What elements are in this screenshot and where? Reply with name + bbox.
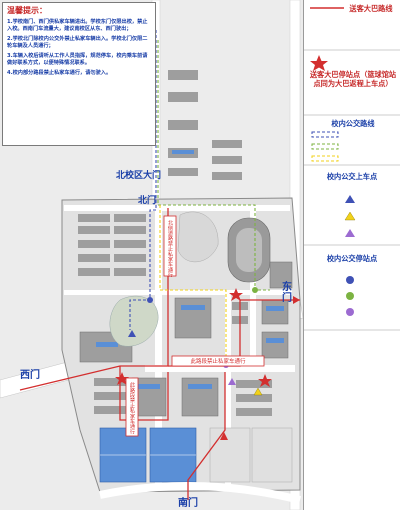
restricted-center-lane: [171, 355, 265, 367]
legend-symbols: [304, 7, 400, 331]
bus-route-yellow-symbol: [311, 155, 339, 162]
east-gate-label: 东门: [282, 282, 292, 304]
park-area: [109, 211, 219, 347]
north-buildings: [168, 70, 242, 180]
north-gate-label: 北门: [138, 196, 157, 206]
triangle-yellow-icon: [344, 211, 356, 221]
west-lane-text: 此路段禁止私家车通行: [129, 381, 135, 436]
center-lane-text: 此路段禁止私家车通行: [190, 357, 246, 365]
south-gate-label: 南门: [178, 498, 198, 509]
restricted-west-lane: [125, 377, 139, 437]
notice-item: 4.校内部分路段禁止私家车通行，请勿驶入。: [7, 70, 112, 76]
north-district-gate-label: 北校区大门: [116, 171, 162, 181]
circle-purple-icon: [346, 308, 354, 316]
notice-title: 温馨提示：: [7, 6, 47, 15]
circle-green-icon: [346, 292, 354, 300]
bus-routes: [129, 30, 270, 365]
legend-bus-board: 校内公交上车点: [326, 172, 378, 181]
stadium: [227, 217, 271, 283]
legend-bus-route: 校内公交路线: [331, 119, 375, 128]
legend-bus-stop: 校内公交停站点: [326, 254, 378, 263]
inner-roads: [64, 205, 295, 490]
bus-route-blue-symbol: [311, 131, 339, 138]
sports-courts: [99, 427, 293, 483]
shuttle-stop-star-icon: [310, 55, 328, 71]
north-lane-text: 北侧道路禁止私家车通行: [167, 219, 173, 279]
notice-box: 温馨提示： 1.学校南门、西门供私家车辆进出。学校东门仅限出校，禁止入校。西南门…: [2, 2, 156, 146]
triangle-purple-icon: [345, 229, 355, 237]
triangle-blue-icon: [345, 195, 355, 203]
circle-blue-icon: [346, 276, 354, 284]
notice-item: 2.学校北门除校内公交外禁止私家车辆出入。学校北门仅限二轮车辆及人员通行；: [7, 36, 148, 49]
bus-route-green-symbol: [311, 143, 339, 150]
west-gate-label: 西门: [20, 370, 40, 381]
south-buildings: [94, 377, 272, 417]
east-exit-arrows: [220, 296, 300, 440]
east-buildings: [261, 261, 293, 359]
legend-shuttle-route: 送客大巴路线: [349, 4, 393, 13]
restricted-north-lane: [163, 215, 177, 277]
shuttle-stops: [115, 288, 272, 387]
notice-item: 3.车辆入校后请听从工作人员指挥，规范停车，校内乘车前请做好联系方式，以便特殊情…: [7, 53, 148, 66]
notice-item: 1.学校南门、西门供私家车辆进出。学校东门仅限出校，禁止入校。西南门车流量大，建…: [7, 19, 148, 32]
south-road: [99, 481, 301, 504]
legend-shuttle-stop: 送客大巴停站点（篮球馆站点同为大巴返程上车点）: [309, 70, 397, 88]
legend-panel: 送客大巴路线 送客大巴停站点（篮球馆站点同为大巴返程上车点） 校内公交路线 校内…: [303, 0, 400, 510]
